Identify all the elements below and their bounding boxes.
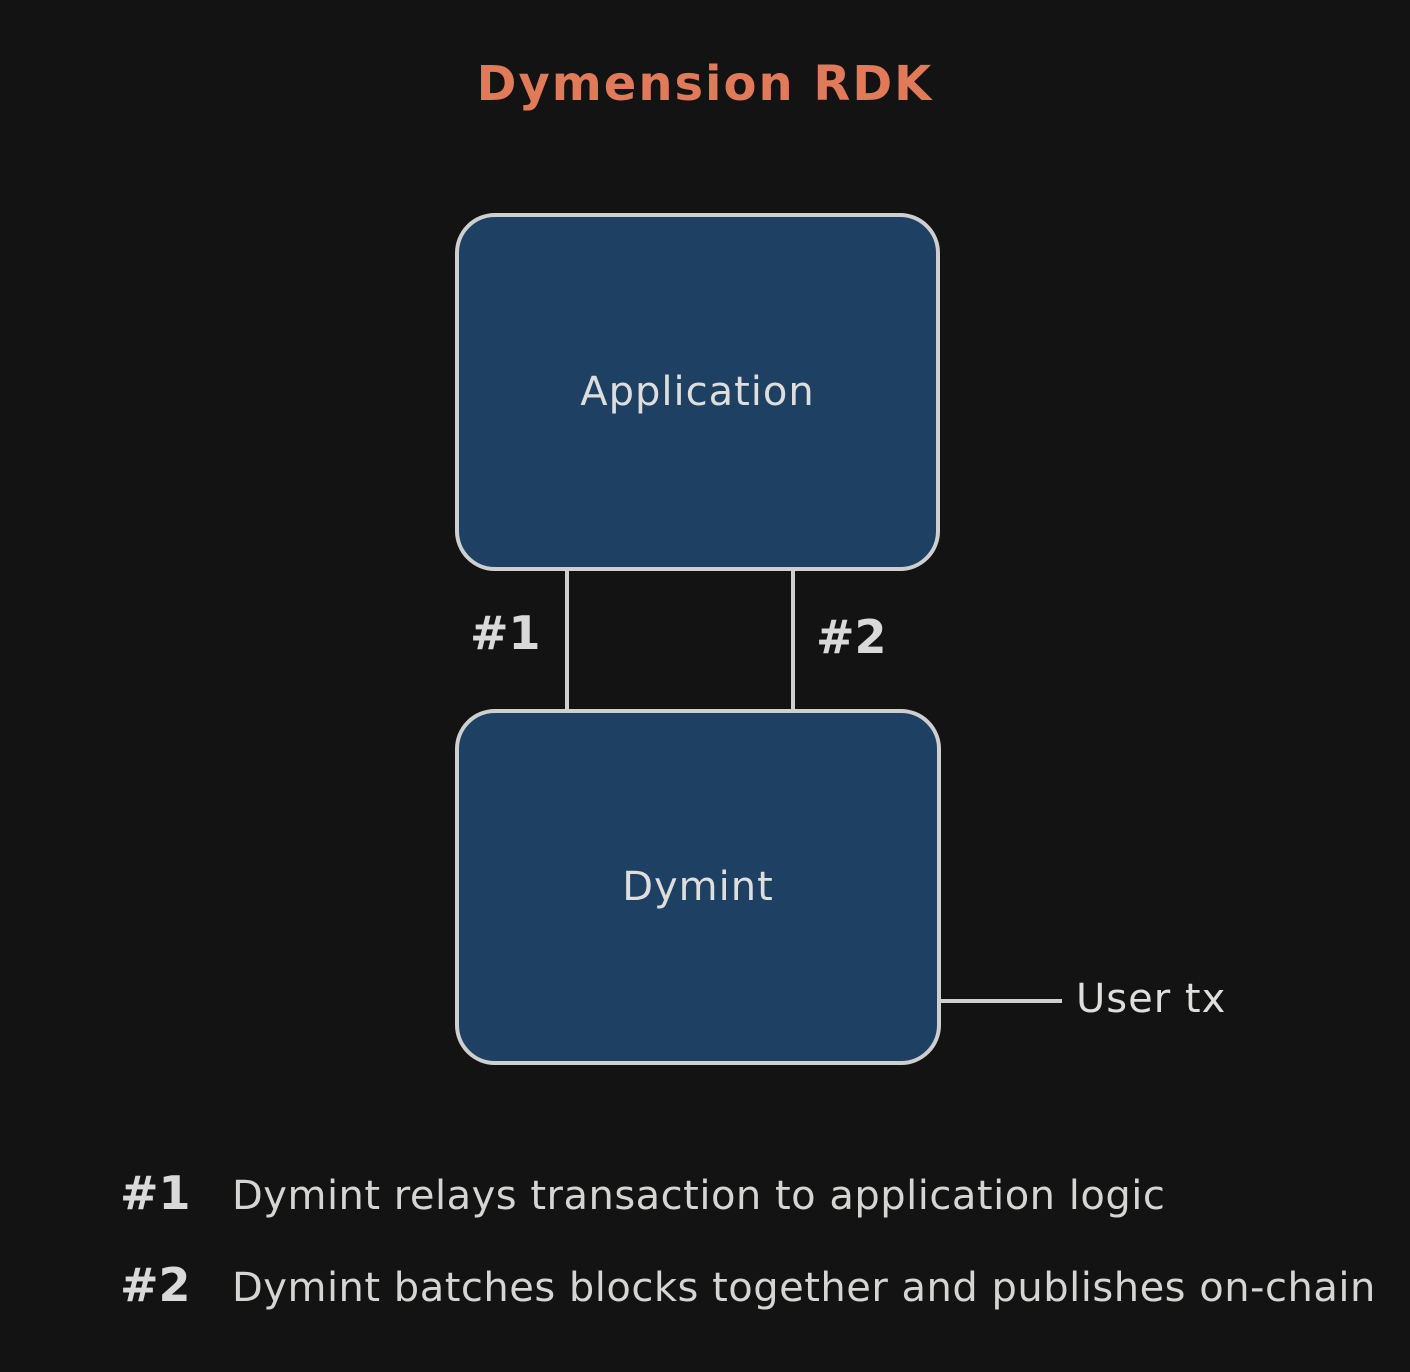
legend-text-1: Dymint relays transaction to application…: [232, 1173, 1166, 1219]
diagram-title: Dymension RDK: [476, 56, 934, 112]
connector-line-2: [791, 570, 795, 710]
legend-marker-2: #2: [120, 1258, 191, 1312]
user-tx-callout-line: [941, 999, 1062, 1003]
legend-marker-1: #1: [120, 1166, 191, 1220]
connector-label-1: #1: [470, 606, 541, 660]
dymint-box-label: Dymint: [622, 864, 774, 910]
legend-row-2: #2 Dymint batches blocks together and pu…: [120, 1258, 1390, 1312]
user-tx-label: User tx: [1076, 976, 1227, 1022]
legend: #1 Dymint relays transaction to applicat…: [120, 1166, 1390, 1312]
application-box: Application: [455, 213, 940, 571]
connector-line-1: [565, 570, 569, 710]
legend-row-1: #1 Dymint relays transaction to applicat…: [120, 1166, 1390, 1220]
application-box-label: Application: [580, 369, 815, 415]
connector-label-2: #2: [816, 610, 887, 664]
legend-text-2: Dymint batches blocks together and publi…: [232, 1265, 1376, 1311]
dymint-box: Dymint: [455, 709, 941, 1065]
